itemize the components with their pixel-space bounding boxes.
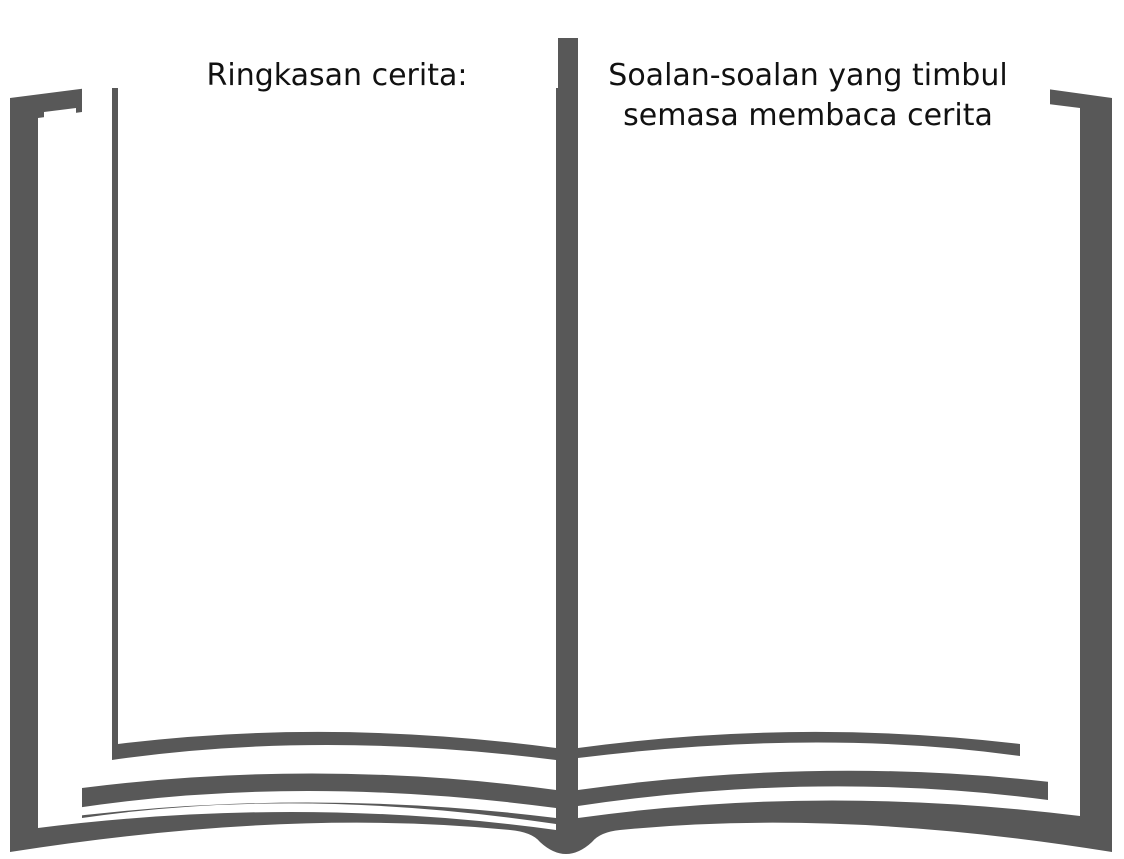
book-spine — [558, 38, 578, 844]
right-page-heading-line-2: semasa membaca cerita — [623, 98, 993, 133]
left-page — [118, 32, 556, 749]
left-page-heading: Ringkasan cerita: — [207, 58, 468, 93]
right-page-heading-line-1: Soalan-soalan yang timbul — [608, 58, 1007, 93]
right-page — [578, 32, 1020, 749]
